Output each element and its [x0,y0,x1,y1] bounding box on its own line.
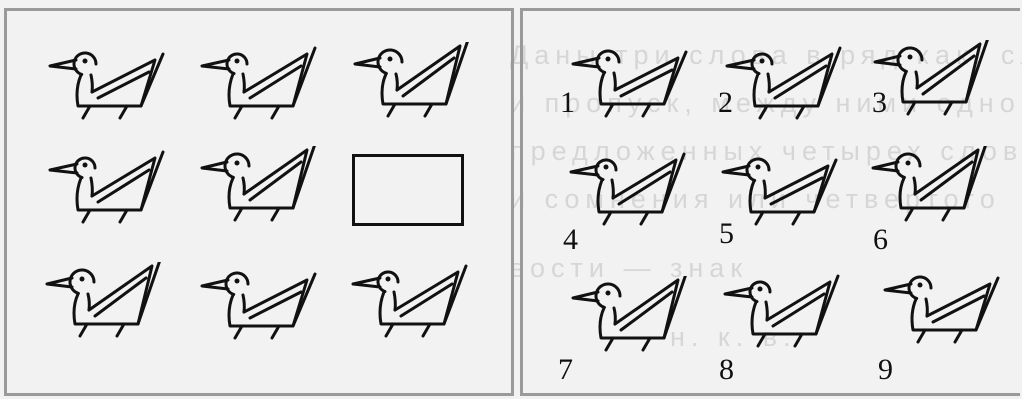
option-number: 1 [560,88,575,118]
bird-figure [197,146,322,231]
bird-figure [350,42,475,127]
bird-figure [870,40,995,125]
bird-figure [348,262,473,347]
option-number: 4 [563,225,578,255]
bird-figure [718,150,843,235]
option-number: 5 [719,219,734,249]
bird-figure [197,44,322,129]
option-number: 6 [873,225,888,255]
bird-figure [868,146,993,231]
bird-figure [720,272,845,357]
bird-figure [42,262,167,347]
option-number: 9 [878,355,893,385]
bird-figure [197,264,322,349]
bird-figure [722,44,847,129]
option-number: 7 [558,355,573,385]
option-number: 3 [872,88,887,118]
option-number: 8 [719,355,734,385]
bird-figure [566,150,691,235]
option-number: 2 [718,88,733,118]
bird-figure [880,268,1005,353]
bird-figure [45,44,170,129]
missing-figure-slot[interactable] [352,154,464,226]
bird-figure [568,276,693,361]
bird-figure [45,148,170,233]
bird-figure [568,42,693,127]
